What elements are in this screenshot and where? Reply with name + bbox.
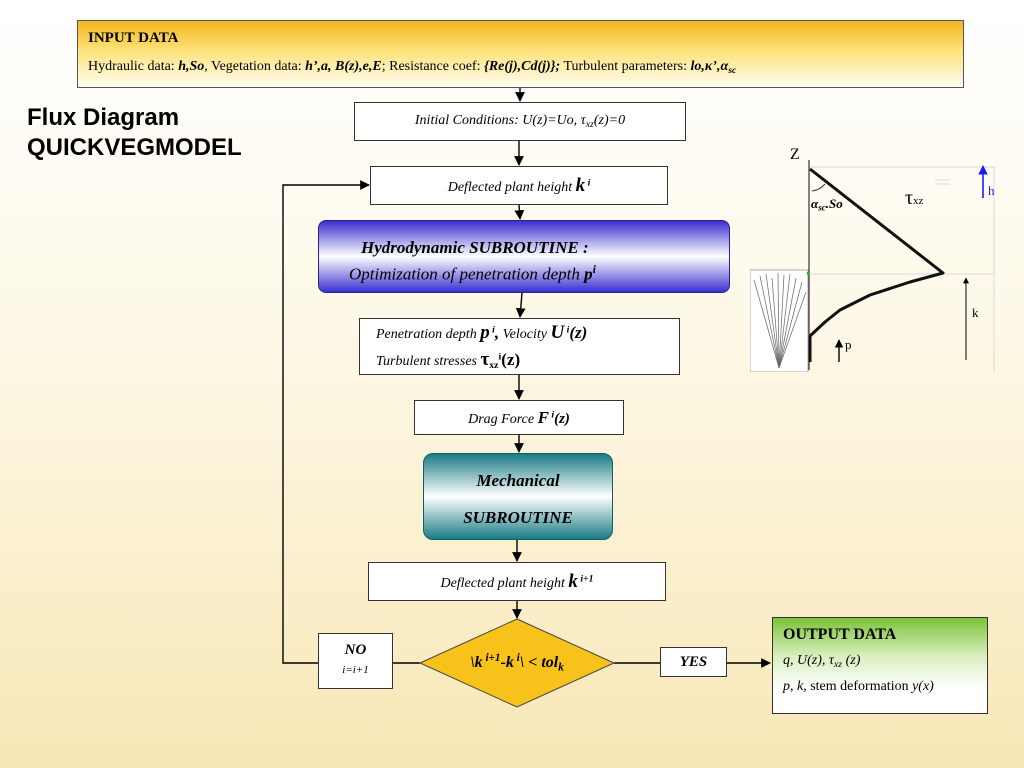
hydraulic-vars: h,So xyxy=(178,59,205,74)
output-title: OUTPUT DATA xyxy=(783,626,897,643)
p-label: p xyxy=(845,337,852,352)
hydro-sup: i xyxy=(592,262,596,276)
mech-line1: Mechanical xyxy=(476,471,560,490)
vegetation-vars: h’,a, B(z),e,E xyxy=(305,59,382,74)
deflected1-text: Deflected plant height xyxy=(447,179,576,195)
penetration-line2: Turbulent stresses τxzi(z) xyxy=(376,349,521,371)
stress-profile-curve xyxy=(808,167,945,338)
convergence-condition: \k i+1-k i\ < tolk xyxy=(470,652,564,674)
yes-label: YES xyxy=(679,653,708,670)
initial-text: Initial Conditions: U(z)=Uo, τ xyxy=(414,113,586,129)
vegetation-label: , Vegetation data: xyxy=(204,59,306,74)
output-line1: q, U(z), τxz (z) xyxy=(783,653,861,670)
plant-stems xyxy=(753,272,807,369)
penetration-velocity-box: Penetration depth p i, Velocity U i(z) T… xyxy=(359,318,680,375)
k-label: k xyxy=(972,305,979,320)
input-parameters-line: Hydraulic data: h,So, Vegetation data: h… xyxy=(88,59,953,76)
hydraulic-label: Hydraulic data: xyxy=(88,59,179,74)
z-axis-label: Z xyxy=(790,146,800,163)
decision-diamond xyxy=(418,618,616,708)
deflected2-k: k xyxy=(568,570,578,592)
penetration-line1: Penetration depth p i, Velocity U i(z) xyxy=(376,322,588,343)
h-label: h xyxy=(988,183,995,198)
input-title: INPUT DATA xyxy=(88,30,179,46)
no-label: NO xyxy=(344,642,367,658)
side-title-line2: QUICKVEGMODEL xyxy=(27,134,242,161)
alpha-so-label: αsc.So xyxy=(811,196,843,213)
initial-sub: xz xyxy=(585,118,594,130)
turbulent-vars: lo,κ’,α xyxy=(690,59,729,74)
mech-line2: SUBROUTINE xyxy=(463,508,573,527)
hydro-line2: Optimization of penetration depth pi xyxy=(349,262,596,284)
turbulent-sub: sc xyxy=(728,64,737,76)
drag-force-box: Drag Force F i(z) xyxy=(414,400,624,435)
initial-tail: (z)=0 xyxy=(593,113,626,129)
hydro-p: p xyxy=(584,264,593,284)
input-data-box: INPUT DATA Hydraulic data: h,So, Vegetat… xyxy=(77,20,964,88)
output-line2: p, k, stem deformation y(x) xyxy=(783,678,934,694)
drag-f: F xyxy=(537,407,549,427)
side-title-line1: Flux Diagram xyxy=(27,104,180,131)
resistance-vars: {Re(j),Cd(j)}; xyxy=(483,59,561,74)
yes-branch-box: YES xyxy=(660,647,727,677)
loop-back-line xyxy=(282,180,370,664)
hydro-line1: Hydrodynamic SUBROUTINE : xyxy=(361,238,589,257)
output-data-box: OUTPUT DATA q, U(z), τxz (z) p, k, stem … xyxy=(772,617,988,714)
profile-svg xyxy=(749,160,995,373)
tau-xz-label: τxz xyxy=(905,187,924,209)
arrow-deflected-hydro xyxy=(514,204,525,220)
deflected1-sup: i xyxy=(585,177,591,189)
no-sub: i=i+1 xyxy=(342,664,369,676)
arrow-hydro-penetration xyxy=(515,292,526,318)
no-branch-box: NO i=i+1 xyxy=(318,633,393,689)
initial-conditions-box: Initial Conditions: U(z)=Uo, τxz(z)=0 xyxy=(354,102,686,141)
deflected-height-box: Deflected plant height k i xyxy=(370,166,668,205)
shear-stress-profile: Z αsc.So τxz h k p xyxy=(749,140,1012,373)
hydrodynamic-subroutine-box: Hydrodynamic SUBROUTINE : Optimization o… xyxy=(318,220,730,293)
side-title: Flux Diagram QUICKVEGMODEL xyxy=(27,103,242,163)
deflected-height-next-box: Deflected plant height k i+1 xyxy=(368,562,666,601)
mechanical-subroutine-box: Mechanical SUBROUTINE xyxy=(423,453,613,540)
turbulent-label: Turbulent parameters: xyxy=(560,59,691,74)
resistance-label: ; Resistance coef: xyxy=(381,59,484,74)
deflected1-k: k xyxy=(575,174,586,196)
